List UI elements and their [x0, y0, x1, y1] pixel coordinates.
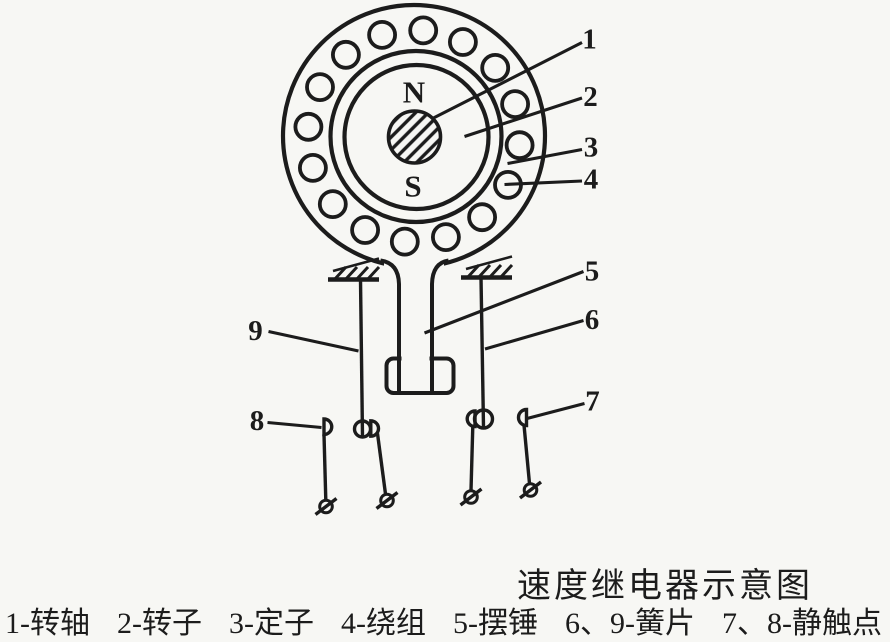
winding-slot-circle [447, 27, 478, 57]
stator-bore-circle [328, 48, 504, 225]
legend-item: 6、9-簧片 [565, 607, 695, 640]
callout-1: 1 [582, 24, 597, 56]
leader-line-7 [526, 402, 585, 420]
fixed-support-right [461, 255, 514, 280]
winding-slot-circle [330, 39, 361, 70]
winding-slot-circle [408, 15, 439, 46]
winding-slot-circle [297, 152, 328, 183]
leader-line-5 [423, 270, 585, 335]
winding-slot-circle [504, 130, 535, 161]
static-contact-outer-left [322, 417, 334, 437]
callout-6: 6 [585, 304, 600, 336]
callout-3: 3 [584, 132, 599, 164]
legend-item: 2-转子 [117, 607, 202, 640]
reed-right [479, 277, 486, 428]
contact-post-1 [322, 434, 328, 501]
legend-item: 4-绕组 [341, 607, 426, 640]
legend-item: 5-摆锤 [453, 607, 538, 640]
callout-7: 7 [585, 386, 600, 418]
figure-caption: 速度继电器示意图 [517, 568, 813, 605]
leader-line-6 [484, 319, 584, 351]
leader-line-3 [507, 147, 583, 166]
stem-junction [384, 257, 444, 272]
fixed-support-left [328, 257, 381, 282]
leader-line-8 [267, 420, 322, 430]
terminal-3 [459, 487, 483, 507]
moving-contact-right [472, 408, 495, 430]
winding-slot-circle [305, 72, 335, 102]
winding-slot-circle [317, 189, 348, 220]
callout-8: 8 [250, 405, 265, 437]
winding-slot-circle [500, 89, 530, 119]
winding-slot-circle [467, 202, 498, 233]
winding-slot-circle [430, 222, 461, 253]
winding-slot-circle [367, 20, 398, 50]
terminal-2 [375, 491, 399, 510]
contact-post-3 [469, 425, 475, 491]
callout-9: 9 [248, 315, 263, 347]
pendulum-stem-right [430, 258, 449, 391]
contact-post-2 [375, 433, 388, 495]
pole-n-label: N [403, 75, 425, 110]
terminal-4 [518, 480, 543, 500]
leader-line-1 [430, 41, 583, 121]
leader-line-4 [504, 179, 583, 187]
legend-item: 3-定子 [229, 607, 314, 640]
winding-slot-circle [293, 111, 324, 142]
pendulum-stem-left [380, 258, 401, 391]
legend-item: 1-转轴 [5, 607, 90, 640]
contact-post-4 [522, 424, 532, 484]
winding-slot-circle [350, 215, 381, 245]
paper-background [0, 0, 890, 598]
figure-legend: 1-转轴 2-转子 3-定子 4-绕组 5-摆锤 6、9-簧片 7、8-静触点 [0, 598, 890, 642]
leader-lines [267, 41, 585, 430]
winding-slot-circle [389, 226, 420, 257]
static-contact-inner-left [369, 419, 381, 438]
shaft-circle [386, 109, 443, 165]
terminal-1 [314, 497, 338, 516]
legend-item: 7、8-静触点 [722, 607, 882, 640]
callout-5: 5 [585, 256, 600, 288]
speed-relay-figure: N S [0, 0, 890, 598]
pole-s-label: S [404, 169, 421, 204]
reed-left [358, 279, 365, 438]
leader-line-9 [268, 329, 359, 353]
winding-slot-circle [480, 53, 511, 83]
callout-4: 4 [584, 164, 599, 196]
pendulum-head-junction [401, 353, 430, 363]
rotor-circle [342, 62, 491, 212]
leader-line-2 [464, 96, 583, 138]
callout-2: 2 [583, 81, 598, 113]
